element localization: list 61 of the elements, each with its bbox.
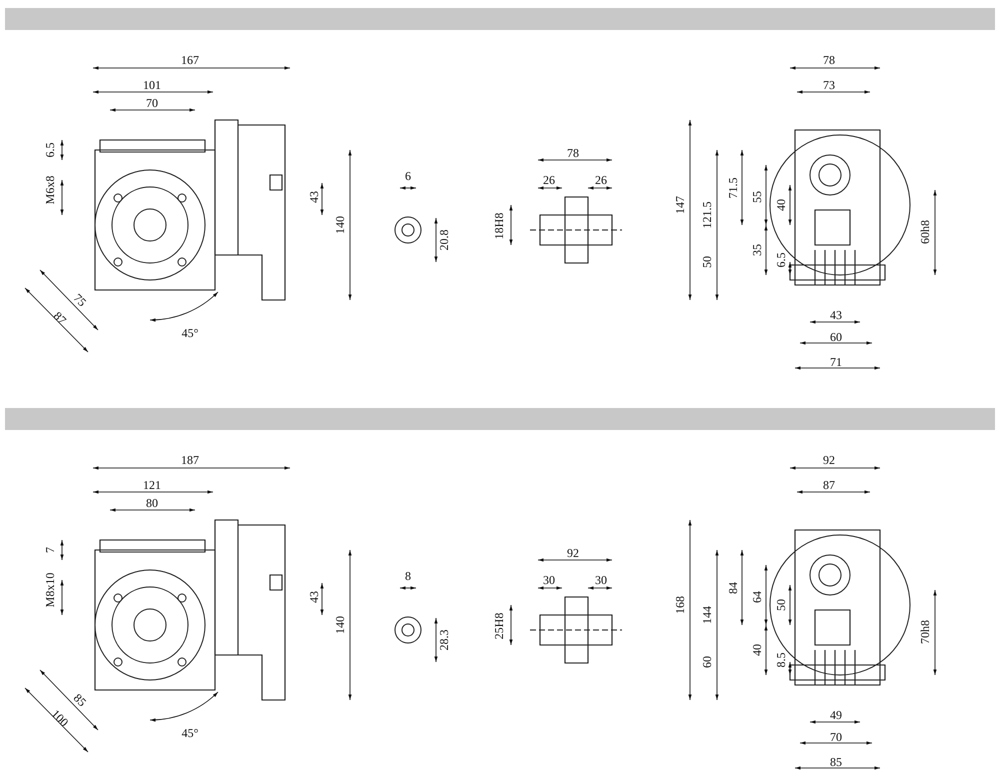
dimension-label: 78 [823, 54, 835, 66]
dimension-label: 144 [701, 606, 713, 624]
angle-label: 45° [182, 327, 198, 339]
dimension-label: 30 [595, 574, 607, 586]
dimension-label: 73 [823, 79, 835, 91]
dimension-label: 6 [405, 170, 411, 182]
dimension-label: 25H8 [493, 612, 505, 640]
dimension-label: 167 [181, 54, 199, 66]
dimension-label: 140 [334, 216, 346, 234]
dimension-label: 43 [308, 591, 320, 603]
dimension-label: 101 [143, 79, 161, 91]
dimension-label: 43 [830, 309, 842, 321]
dimension-label: 30 [543, 574, 555, 586]
dimension-label: 80 [146, 497, 158, 509]
dimension-label: 87 [823, 479, 835, 491]
dimension-label: 8.5 [775, 652, 787, 668]
dimension-label: 78 [567, 147, 579, 159]
dimension-label: 8 [405, 570, 411, 582]
dimension-label: 71.5 [727, 178, 739, 198]
dimension-label: 84 [727, 582, 739, 594]
section-header-bar [5, 8, 995, 30]
dimension-label: 168 [674, 596, 686, 614]
dimension-label: 92 [567, 547, 579, 559]
dimension-label: M6x8 [44, 176, 56, 204]
dimension-label: 50 [701, 256, 713, 268]
dimension-label: 60h8 [919, 220, 931, 244]
dimension-label: 60 [830, 331, 842, 343]
dimension-label: 70 [146, 97, 158, 109]
dimension-label: 6.5 [775, 252, 787, 268]
dimension-label: 60 [701, 656, 713, 668]
dimension-label: 85 [72, 692, 88, 708]
dimension-label: M8x10 [44, 572, 56, 608]
dimension-label: 28.3 [438, 630, 450, 650]
dimension-label: 140 [334, 616, 346, 634]
dimension-label: 18H8 [493, 212, 505, 240]
dimension-label: 85 [830, 756, 842, 768]
dimension-label: 20.8 [438, 230, 450, 250]
dimension-label: 35 [751, 244, 763, 256]
dimension-label: 55 [751, 191, 763, 203]
dimension-label: 121.5 [701, 202, 713, 228]
dimension-label: 147 [674, 196, 686, 214]
dimension-label: 121 [143, 479, 161, 491]
dimension-label: 6.5 [44, 142, 56, 158]
angle-label: 45° [182, 727, 198, 739]
dimension-label: 187 [181, 454, 199, 466]
dimension-label: 43 [308, 191, 320, 203]
dimension-label: 70 [830, 731, 842, 743]
dimension-label: 92 [823, 454, 835, 466]
dimension-label: 7 [44, 547, 56, 553]
dimension-label: 40 [751, 644, 763, 656]
dimension-label: 26 [543, 174, 555, 186]
dimension-label: 70h8 [919, 620, 931, 644]
dimension-label: 26 [595, 174, 607, 186]
dimension-label: 87 [52, 310, 68, 326]
dimension-label: 49 [830, 709, 842, 721]
dimension-label: 75 [72, 292, 88, 308]
dimension-label: 50 [775, 599, 787, 611]
dimension-label: 40 [775, 199, 787, 211]
dimension-label: 71 [830, 356, 842, 368]
dimension-label: 64 [751, 591, 763, 603]
section-header-bar [5, 408, 995, 430]
